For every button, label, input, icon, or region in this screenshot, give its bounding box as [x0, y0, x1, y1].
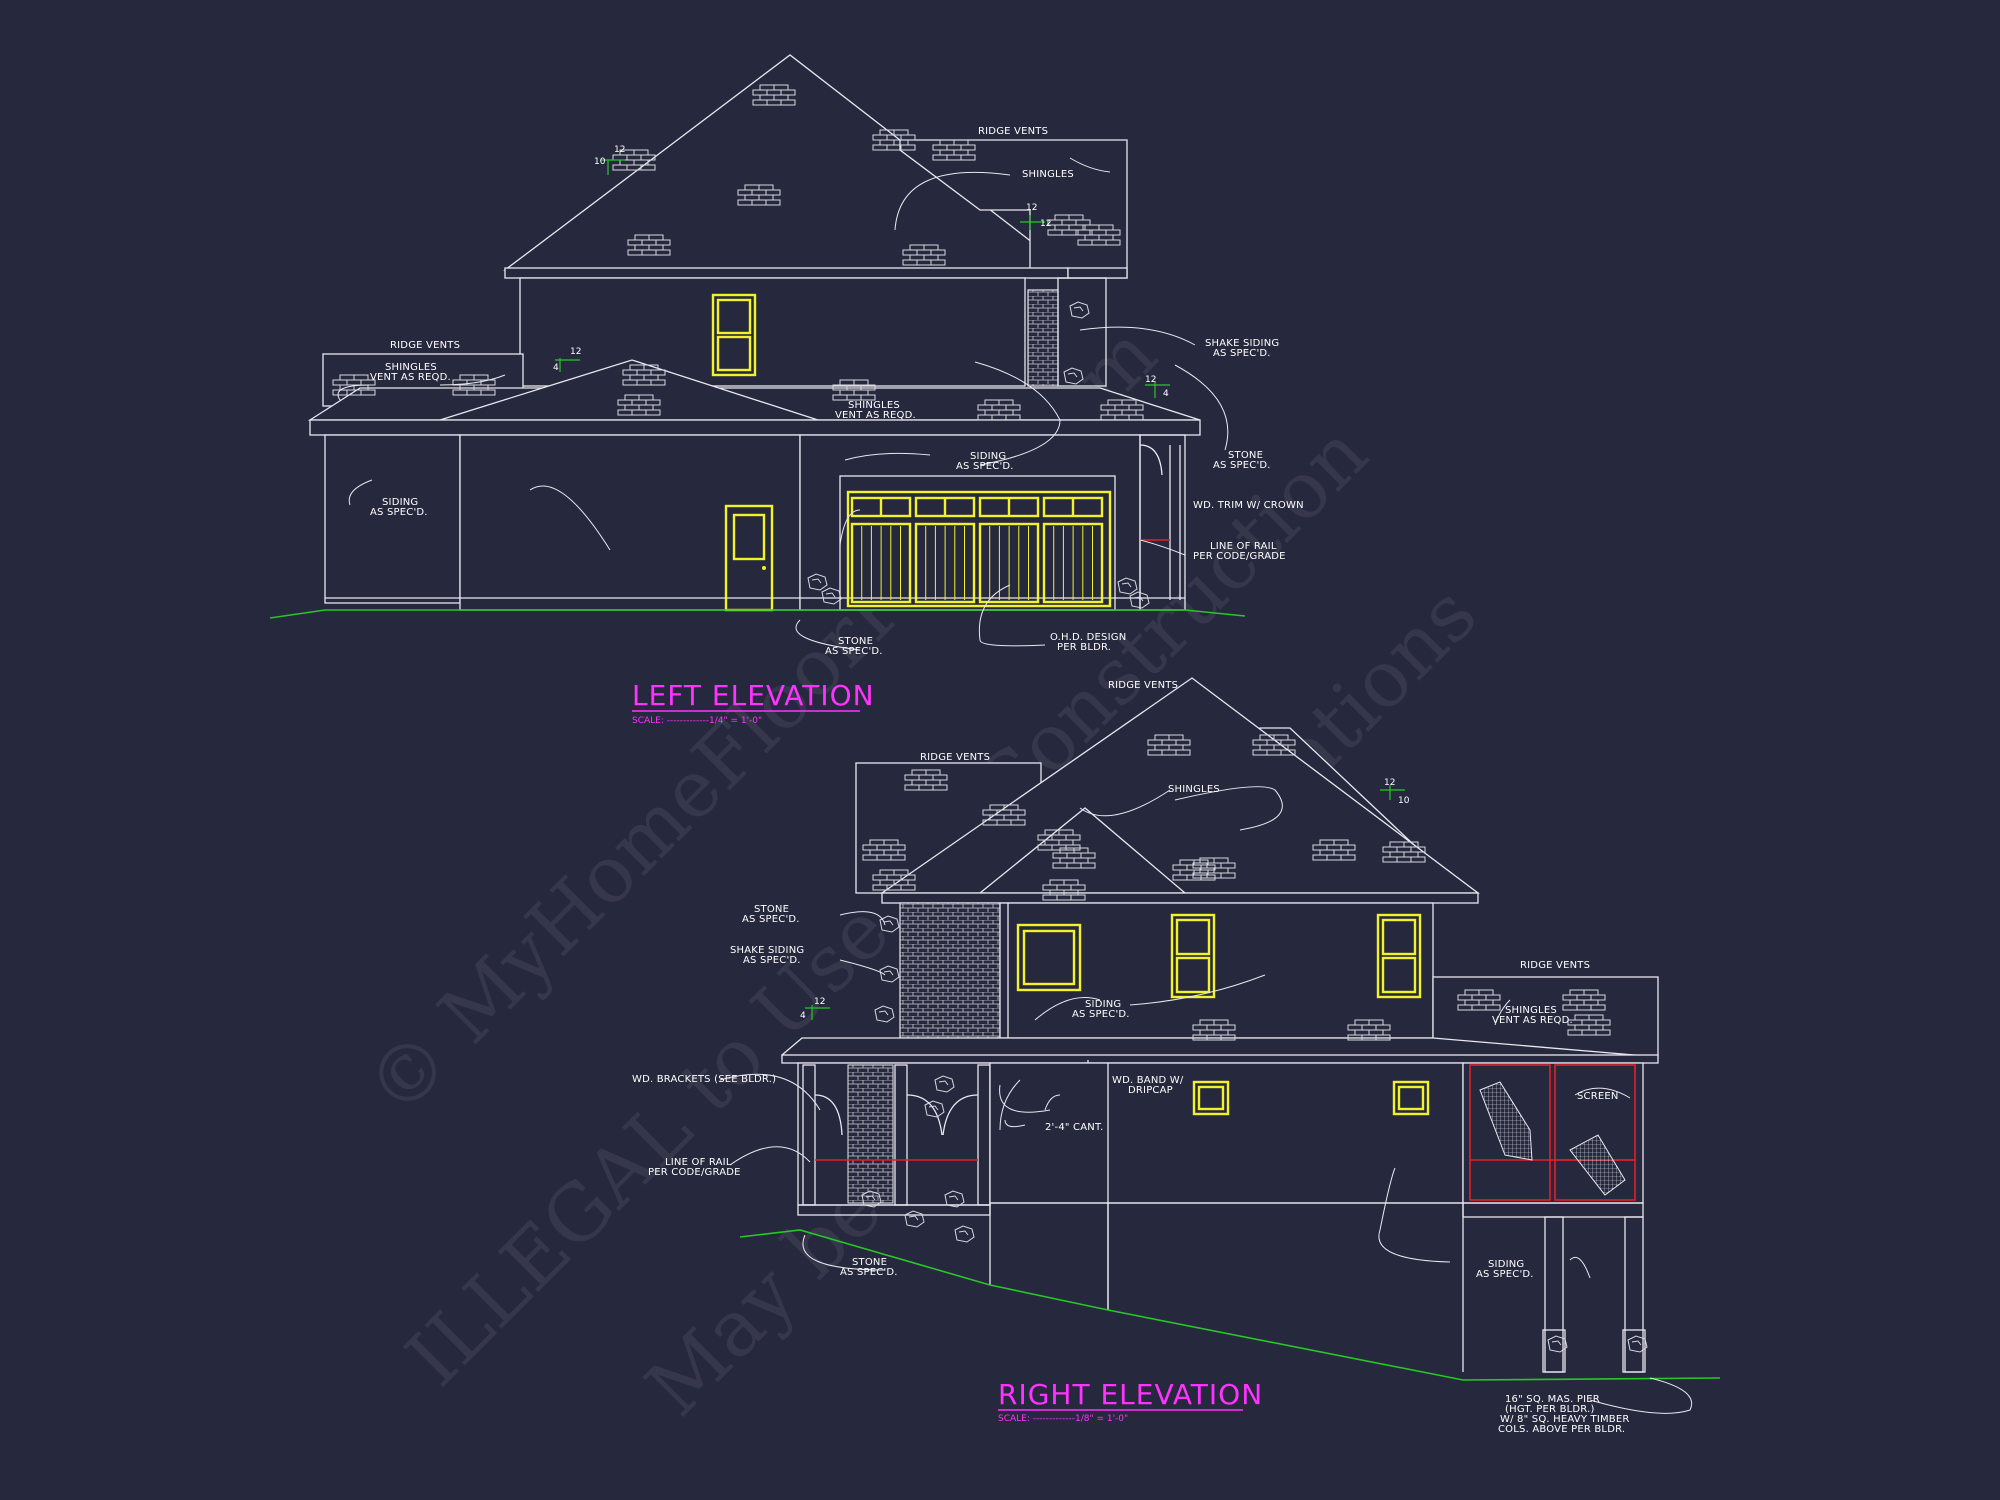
- shake-siding-panel: [1027, 289, 1059, 387]
- svg-text:10: 10: [1398, 796, 1410, 806]
- garage-door-panel: [850, 522, 912, 604]
- garage-door-panel: [914, 522, 976, 604]
- right-window-double-1: [1170, 913, 1216, 999]
- svg-text:2'-4" CANT.: 2'-4" CANT.: [1045, 1122, 1103, 1133]
- lower-wall-main: [459, 434, 801, 611]
- svg-text:DRIPCAP: DRIPCAP: [1128, 1085, 1173, 1096]
- svg-text:SIDING: SIDING: [382, 497, 418, 508]
- rear-roof-box: [899, 139, 1128, 279]
- right-lower-wall: [989, 1062, 1464, 1204]
- svg-text:STONE: STONE: [1228, 450, 1263, 461]
- svg-text:SCREEN: SCREEN: [1577, 1091, 1619, 1102]
- svg-text:12: 12: [1384, 778, 1395, 788]
- svg-text:(HGT. PER BLDR.): (HGT. PER BLDR.): [1505, 1404, 1595, 1415]
- upper-window: [711, 293, 757, 377]
- svg-text:WD. BRACKETS (SEE BLDR.): WD. BRACKETS (SEE BLDR.): [632, 1074, 776, 1085]
- svg-text:SHAKE SIDING: SHAKE SIDING: [1205, 338, 1279, 349]
- svg-text:AS SPEC'D.: AS SPEC'D.: [742, 914, 800, 925]
- garage-door-panel: [1042, 522, 1104, 604]
- slope-marker-3: 4 12: [553, 347, 581, 373]
- svg-text:VENT AS REQD.: VENT AS REQD.: [835, 410, 916, 421]
- right-window-large: [1016, 923, 1082, 992]
- svg-text:WD. TRIM W/ CROWN: WD. TRIM W/ CROWN: [1193, 500, 1304, 511]
- svg-text:AS SPEC'D.: AS SPEC'D.: [825, 646, 883, 657]
- lower-wall-left: [324, 434, 461, 604]
- svg-text:SHINGLES: SHINGLES: [1505, 1005, 1557, 1016]
- svg-text:STONE: STONE: [838, 636, 873, 647]
- svg-text:AS SPEC'D.: AS SPEC'D.: [743, 955, 801, 966]
- svg-text:4: 4: [553, 363, 559, 373]
- svg-text:COLS. ABOVE PER BLDR.: COLS. ABOVE PER BLDR.: [1498, 1424, 1625, 1435]
- svg-text:SHINGLES: SHINGLES: [848, 400, 900, 411]
- slope-marker-4: 4 12: [1145, 375, 1170, 399]
- svg-text:LINE OF RAIL: LINE OF RAIL: [1210, 541, 1277, 552]
- svg-text:12: 12: [1145, 375, 1156, 385]
- svg-text:SHINGLES: SHINGLES: [385, 362, 437, 373]
- right-elevation-title: RIGHT ELEVATION: [998, 1378, 1263, 1411]
- left-elevation-title: LEFT ELEVATION: [632, 679, 875, 712]
- left-grade-line: [269, 609, 1246, 619]
- svg-text:W/ 8" SQ. HEAVY TIMBER: W/ 8" SQ. HEAVY TIMBER: [1500, 1414, 1630, 1425]
- svg-text:O.H.D. DESIGN: O.H.D. DESIGN: [1050, 632, 1126, 643]
- svg-text:AS SPEC'D.: AS SPEC'D.: [956, 461, 1014, 472]
- svg-text:RIDGE VENTS: RIDGE VENTS: [1520, 960, 1590, 971]
- svg-text:AS SPEC'D.: AS SPEC'D.: [1213, 348, 1271, 359]
- svg-text:AS SPEC'D.: AS SPEC'D.: [840, 1267, 898, 1278]
- right-window-double-2: [1376, 913, 1422, 999]
- slope-marker-1: 12 10: [594, 145, 625, 175]
- svg-text:12: 12: [1026, 203, 1037, 213]
- svg-text:SHINGLES: SHINGLES: [1168, 784, 1220, 795]
- right-elevation-scale: SCALE: -------------1/8" = 1'-0": [998, 1414, 1128, 1424]
- svg-text:12: 12: [614, 145, 625, 155]
- svg-text:SIDING: SIDING: [1488, 1259, 1524, 1270]
- svg-text:STONE: STONE: [852, 1257, 887, 1268]
- svg-text:16" SQ. MAS. PIER: 16" SQ. MAS. PIER: [1505, 1394, 1600, 1405]
- svg-text:PER CODE/GRADE: PER CODE/GRADE: [648, 1167, 741, 1178]
- svg-text:SHINGLES: SHINGLES: [1022, 169, 1074, 180]
- svg-text:RIDGE VENTS: RIDGE VENTS: [1108, 680, 1178, 691]
- right-shake-panel: [899, 902, 1001, 1039]
- svg-text:AS SPEC'D.: AS SPEC'D.: [1476, 1269, 1534, 1280]
- svg-text:PER BLDR.: PER BLDR.: [1057, 642, 1111, 653]
- slope-marker-r2: 12 4: [800, 997, 830, 1021]
- svg-text:10: 10: [594, 157, 606, 167]
- garage-wall: [799, 434, 1141, 611]
- svg-text:AS SPEC'D.: AS SPEC'D.: [1213, 460, 1271, 471]
- upper-wall: [519, 277, 1026, 387]
- svg-text:WD. BAND W/: WD. BAND W/: [1112, 1075, 1184, 1086]
- svg-text:SIDING: SIDING: [970, 451, 1006, 462]
- svg-text:AS SPEC'D.: AS SPEC'D.: [1072, 1009, 1130, 1020]
- svg-text:12: 12: [814, 997, 825, 1007]
- screened-porch: [1462, 1062, 1646, 1373]
- svg-text:4: 4: [800, 1011, 806, 1021]
- svg-text:12: 12: [570, 347, 581, 357]
- porch: [797, 1062, 991, 1206]
- svg-text:4: 4: [1163, 389, 1169, 399]
- garage-door: [839, 475, 1116, 611]
- svg-text:RIDGE VENTS: RIDGE VENTS: [920, 752, 990, 763]
- svg-text:SHAKE SIDING: SHAKE SIDING: [730, 945, 804, 956]
- right-upper-wall: [999, 902, 1434, 1039]
- svg-text:SIDING: SIDING: [1085, 999, 1121, 1010]
- svg-text:12: 12: [1040, 219, 1051, 229]
- garage-door-panel: [978, 522, 1040, 604]
- svg-text:VENT AS REQD.: VENT AS REQD.: [370, 372, 451, 383]
- right-grade-line: [739, 1229, 1721, 1381]
- svg-text:RIDGE VENTS: RIDGE VENTS: [390, 340, 460, 351]
- left-elevation-scale: SCALE: -------------1/4" = 1'-0": [632, 716, 762, 726]
- svg-text:VENT AS REQD.: VENT AS REQD.: [1492, 1015, 1573, 1026]
- svg-text:RIDGE VENTS: RIDGE VENTS: [978, 126, 1048, 137]
- svg-text:AS SPEC'D.: AS SPEC'D.: [370, 507, 428, 518]
- right-window-small-2: [1392, 1080, 1430, 1116]
- svg-text:STONE: STONE: [754, 904, 789, 915]
- svg-text:PER CODE/GRADE: PER CODE/GRADE: [1193, 551, 1286, 562]
- svg-text:LINE OF RAIL: LINE OF RAIL: [665, 1157, 732, 1168]
- right-window-small-1: [1192, 1080, 1230, 1116]
